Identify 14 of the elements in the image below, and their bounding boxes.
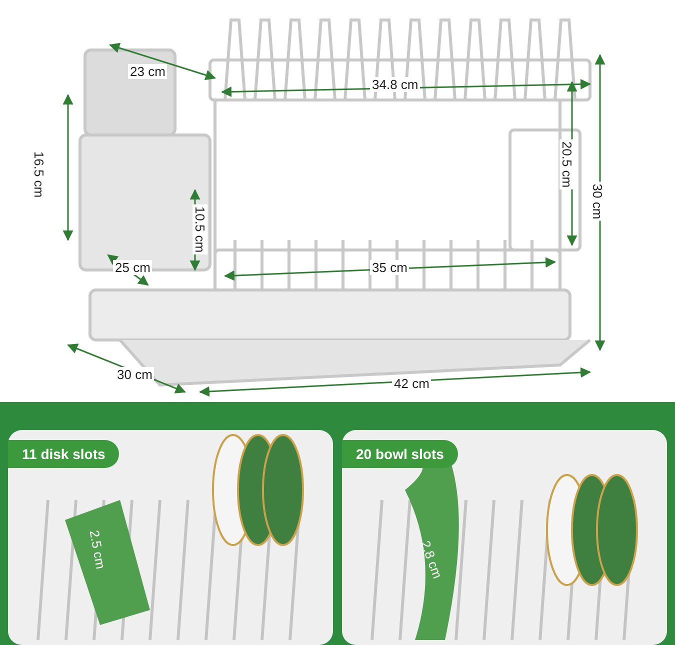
dimension-label: 42 cm	[392, 376, 432, 391]
dimension-label: 25 cm	[113, 260, 152, 275]
dimension-label: 20.5 cm	[560, 139, 575, 190]
dimension-label: 10.5 cm	[192, 204, 208, 255]
slot-count-tag: 11 disk slots	[8, 440, 120, 468]
dimension-label: 16.5 cm	[32, 149, 47, 200]
dimension-label: 34.8 cm	[370, 77, 420, 92]
dimension-label: 23 cm	[128, 64, 168, 79]
slot-count-tag: 20 bowl slots	[342, 440, 458, 468]
dimension-label: 35 cm	[370, 260, 410, 275]
dimension-label: 2.5 cm	[86, 528, 108, 570]
dimension-label: 30 cm	[115, 367, 154, 382]
dimension-label: 2.8 cm	[418, 538, 446, 580]
dimension-label: 30 cm	[590, 182, 606, 222]
